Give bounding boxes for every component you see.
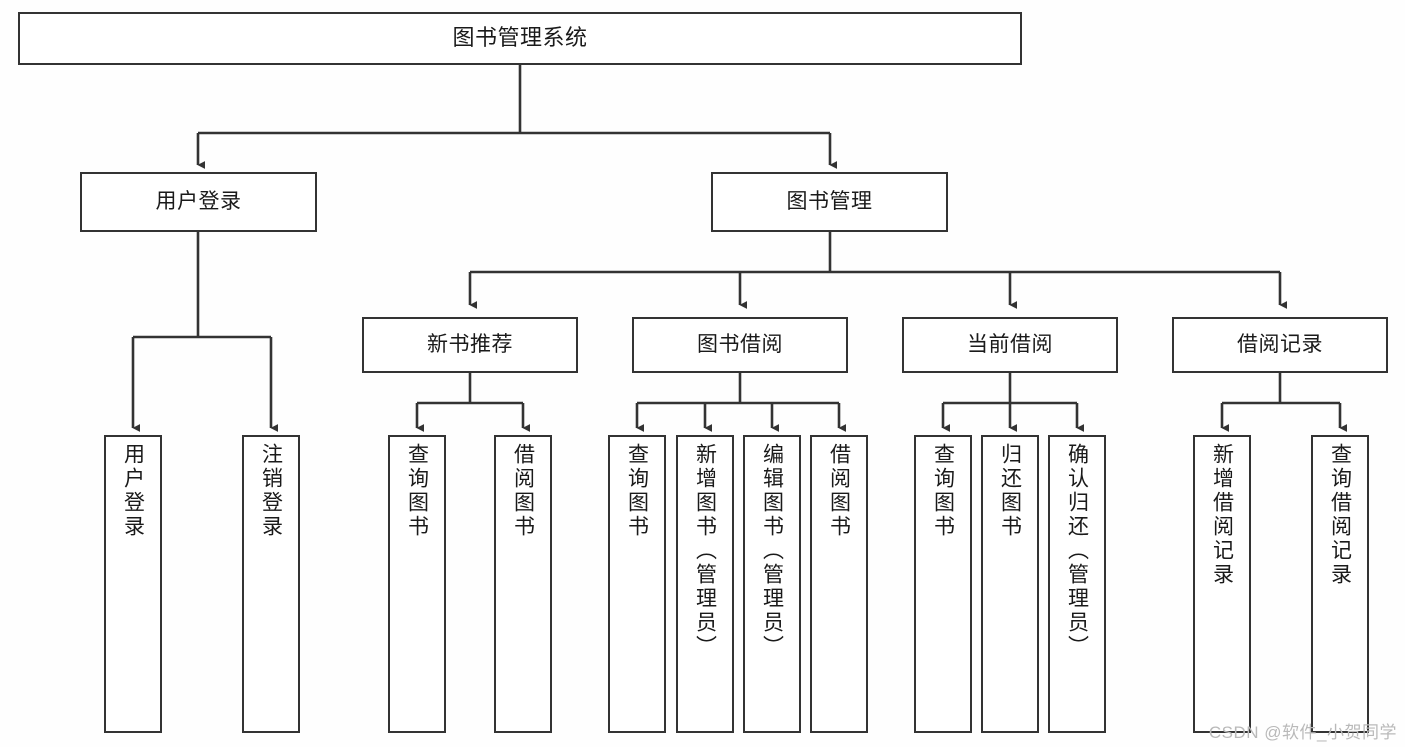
node-leaf-logout[interactable]: 注销登录 (242, 435, 300, 733)
node-label: 当前借阅 (967, 333, 1053, 357)
node-leaf-add-borrow-record[interactable]: 新增借阅记录 (1193, 435, 1251, 733)
node-label: 注销登录 (259, 443, 283, 539)
node-label: 用户登录 (155, 190, 242, 214)
node-new-book-recommendation[interactable]: 新书推荐 (362, 317, 578, 373)
node-label: 归还图书 (998, 443, 1022, 539)
node-label: 查询图书 (625, 443, 649, 539)
node-leaf-query-book-newbooks[interactable]: 查询图书 (388, 435, 446, 733)
node-label: 图书管理系统 (452, 25, 588, 51)
node-leaf-confirm-return-admin[interactable]: 确认归还（管理员） (1048, 435, 1106, 733)
node-label: 确认归还（管理员） (1065, 443, 1089, 659)
node-label: 借阅图书 (511, 443, 535, 539)
node-leaf-return-book[interactable]: 归还图书 (981, 435, 1039, 733)
node-leaf-user-login[interactable]: 用户登录 (104, 435, 162, 733)
node-label: 借阅图书 (827, 443, 851, 539)
node-leaf-borrow-book[interactable]: 借阅图书 (810, 435, 868, 733)
node-book-management[interactable]: 图书管理 (711, 172, 948, 232)
node-label: 新增图书（管理员） (693, 443, 717, 659)
node-label: 编辑图书（管理员） (760, 443, 784, 659)
node-leaf-query-borrow-record[interactable]: 查询借阅记录 (1311, 435, 1369, 733)
node-label: 查询图书 (931, 443, 955, 539)
node-user-login[interactable]: 用户登录 (80, 172, 317, 232)
node-leaf-query-book-borrow[interactable]: 查询图书 (608, 435, 666, 733)
node-label: 图书借阅 (697, 333, 783, 357)
node-label: 新书推荐 (427, 333, 513, 357)
node-label: 查询借阅记录 (1328, 443, 1352, 587)
csdn-watermark: CSDN @软件_小贺同学 (1208, 723, 1397, 742)
node-leaf-query-book-current[interactable]: 查询图书 (914, 435, 972, 733)
node-leaf-edit-book-admin[interactable]: 编辑图书（管理员） (743, 435, 801, 733)
node-leaf-add-book-admin[interactable]: 新增图书（管理员） (676, 435, 734, 733)
node-leaf-borrow-book-newbooks[interactable]: 借阅图书 (494, 435, 552, 733)
node-label: 借阅记录 (1237, 333, 1323, 357)
node-label: 用户登录 (121, 443, 145, 539)
node-current-borrowing[interactable]: 当前借阅 (902, 317, 1118, 373)
node-borrow-records[interactable]: 借阅记录 (1172, 317, 1388, 373)
node-root-book-management-system[interactable]: 图书管理系统 (18, 12, 1022, 65)
node-book-borrowing[interactable]: 图书借阅 (632, 317, 848, 373)
node-label: 查询图书 (405, 443, 429, 539)
node-label: 图书管理 (786, 190, 873, 214)
node-label: 新增借阅记录 (1210, 443, 1234, 587)
